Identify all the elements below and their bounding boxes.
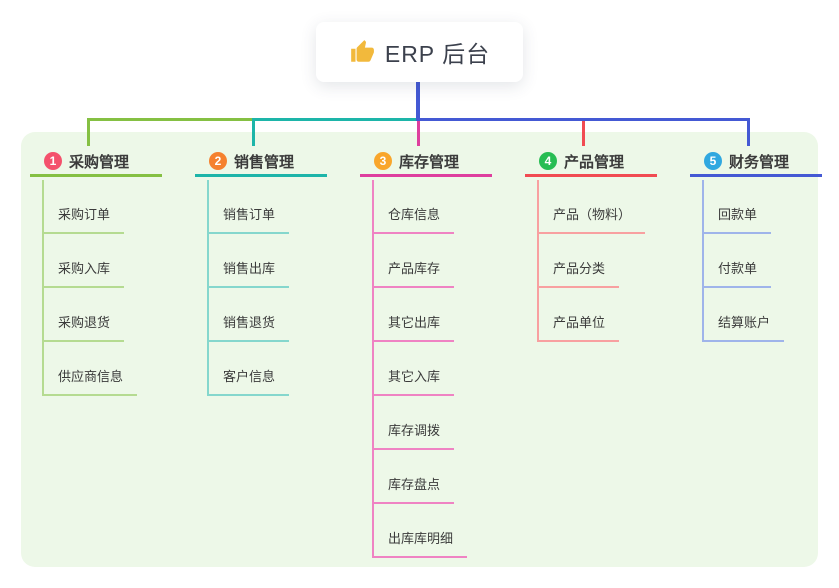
branch-trunk-line [207, 180, 209, 396]
child-node[interactable]: 回款单 [702, 180, 784, 234]
branch-title[interactable]: 5 财务管理 [690, 148, 822, 177]
branch-5: 5 财务管理 回款单付款单结算账户 [690, 148, 839, 342]
root-node[interactable]: ERP 后台 [316, 22, 523, 82]
branch-trunk-line [372, 180, 374, 558]
child-node[interactable]: 结算账户 [702, 288, 785, 342]
branch-stub-3 [417, 121, 420, 146]
branch-trunk-line [702, 180, 704, 342]
branch-number-badge: 3 [374, 152, 392, 170]
child-node[interactable]: 采购入库 [42, 234, 137, 288]
child-node-label: 回款单 [702, 204, 772, 234]
child-node-label: 销售退货 [207, 312, 290, 342]
child-node[interactable]: 其它入库 [372, 342, 467, 396]
root-title: ERP 后台 [384, 41, 491, 67]
branches-panel [21, 132, 818, 567]
child-node[interactable]: 产品分类 [537, 234, 645, 288]
child-node[interactable]: 采购退货 [42, 288, 137, 342]
child-node-label: 销售出库 [207, 258, 290, 288]
thumbs-up-icon [351, 40, 374, 62]
branch-children: 仓库信息产品库存其它出库其它入库库存调拨库存盘点出库库明细 [372, 180, 468, 558]
child-node-label: 其它出库 [372, 312, 455, 342]
child-node[interactable]: 销售订单 [207, 180, 290, 234]
child-node-label: 销售订单 [207, 204, 290, 234]
child-node-label: 库存调拨 [372, 420, 455, 450]
child-node-label: 结算账户 [702, 312, 785, 342]
child-node-label: 仓库信息 [372, 204, 455, 234]
child-node[interactable]: 客户信息 [207, 342, 290, 396]
child-node-label: 库存盘点 [372, 474, 455, 504]
child-node[interactable]: 库存盘点 [372, 450, 467, 504]
branch-number-badge: 5 [704, 152, 722, 170]
child-node[interactable]: 采购订单 [42, 180, 137, 234]
branch-number-badge: 2 [209, 152, 227, 170]
child-node[interactable]: 出库库明细 [372, 504, 468, 558]
child-node-label: 采购入库 [42, 258, 125, 288]
child-node[interactable]: 销售出库 [207, 234, 290, 288]
branch-title-label: 财务管理 [729, 153, 790, 171]
child-node[interactable]: 库存调拨 [372, 396, 467, 450]
child-node[interactable]: 供应商信息 [42, 342, 138, 396]
branch-stub-5 [747, 118, 750, 146]
branch-number-badge: 4 [539, 152, 557, 170]
bus-segment-1 [87, 118, 254, 121]
child-node[interactable]: 产品（物料） [537, 180, 646, 234]
branch-title-label: 采购管理 [69, 153, 130, 171]
branch-4: 4 产品管理 产品（物料） 产品分类产品单位 [525, 148, 685, 342]
branch-stub-1 [87, 118, 90, 146]
bus-segment-2 [252, 118, 419, 121]
child-node-label: 供应商信息 [42, 366, 138, 396]
child-node-label: 产品（物料） [537, 204, 646, 234]
branch-title-label: 销售管理 [234, 153, 295, 171]
branch-trunk-line [42, 180, 44, 396]
branch-1: 1 采购管理 采购订单采购入库采购退货供应商信息 [30, 148, 190, 396]
branch-trunk-line [537, 180, 539, 342]
child-node-label: 产品库存 [372, 258, 455, 288]
child-node-label: 其它入库 [372, 366, 455, 396]
child-node-label: 产品分类 [537, 258, 620, 288]
branch-2: 2 销售管理 销售订单销售出库销售退货客户信息 [195, 148, 355, 396]
child-node-label: 出库库明细 [372, 528, 468, 558]
child-node[interactable]: 产品单位 [537, 288, 645, 342]
bus-segment-3 [417, 118, 750, 121]
branch-children: 采购订单采购入库采购退货供应商信息 [42, 180, 138, 396]
child-node-label: 采购订单 [42, 204, 125, 234]
branch-children: 回款单付款单结算账户 [702, 180, 785, 342]
branch-children: 销售订单销售出库销售退货客户信息 [207, 180, 290, 396]
branch-title-label: 产品管理 [564, 153, 625, 171]
branch-title-label: 库存管理 [399, 153, 460, 171]
child-node[interactable]: 销售退货 [207, 288, 290, 342]
child-node-label: 采购退货 [42, 312, 125, 342]
branch-title[interactable]: 1 采购管理 [30, 148, 162, 177]
child-node[interactable]: 产品库存 [372, 234, 467, 288]
branch-3: 3 库存管理 仓库信息产品库存其它出库其它入库库存调拨库存盘点出库库明细 [360, 148, 520, 558]
root-connector [416, 80, 420, 121]
child-node-label: 付款单 [702, 258, 772, 288]
child-node[interactable]: 付款单 [702, 234, 784, 288]
branch-stub-4 [582, 118, 585, 146]
child-node-label: 产品单位 [537, 312, 620, 342]
child-node-label: 客户信息 [207, 366, 290, 396]
branch-stub-2 [252, 118, 255, 146]
child-node[interactable]: 仓库信息 [372, 180, 467, 234]
branch-title[interactable]: 2 销售管理 [195, 148, 327, 177]
branch-children: 产品（物料） 产品分类产品单位 [537, 180, 646, 342]
branch-title[interactable]: 4 产品管理 [525, 148, 657, 177]
branch-title[interactable]: 3 库存管理 [360, 148, 492, 177]
child-node[interactable]: 其它出库 [372, 288, 467, 342]
branch-number-badge: 1 [44, 152, 62, 170]
